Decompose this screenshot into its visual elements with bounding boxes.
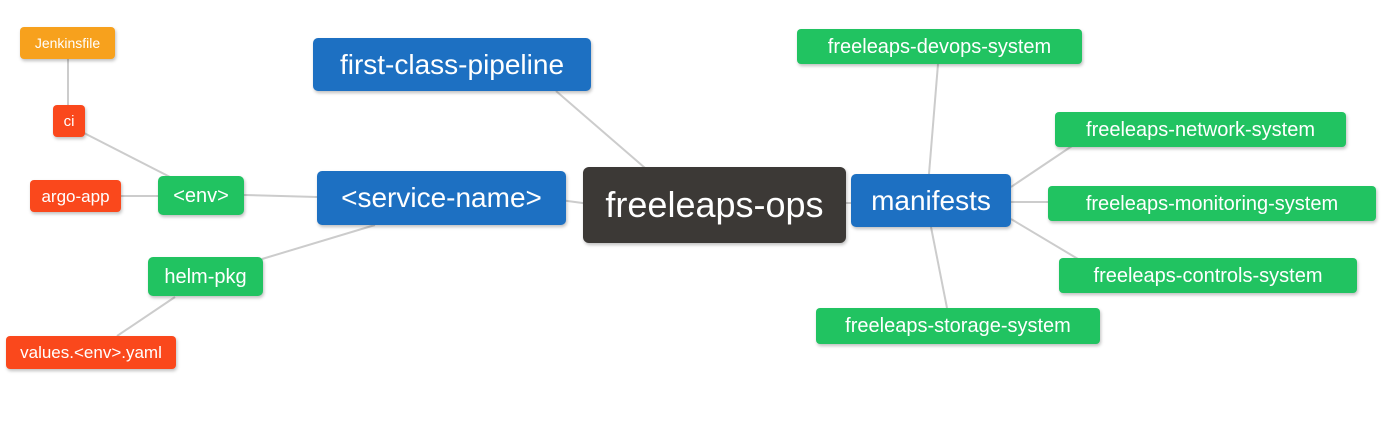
edge-helm-pkg-to-values-env-yaml bbox=[116, 296, 176, 337]
node-first-class-pipeline[interactable]: first-class-pipeline bbox=[313, 38, 591, 91]
node-ci[interactable]: ci bbox=[53, 105, 85, 137]
edge-first-class-pipeline-to-freeleaps-ops bbox=[555, 90, 646, 169]
edge-manifests-to-freeleaps-controls-system bbox=[1010, 218, 1079, 260]
edge-service-name-to-helm-pkg bbox=[261, 224, 376, 260]
node-freeleaps-controls-system[interactable]: freeleaps-controls-system bbox=[1059, 258, 1357, 293]
edge-manifests-to-freeleaps-storage-system bbox=[930, 226, 948, 309]
edge-ci-to-env bbox=[83, 132, 173, 179]
node-jenkinsfile[interactable]: Jenkinsfile bbox=[20, 27, 115, 59]
node-values-env-yaml[interactable]: values.<env>.yaml bbox=[6, 336, 176, 369]
node-helm-pkg[interactable]: helm-pkg bbox=[148, 257, 263, 296]
edge-env-to-service-name bbox=[243, 194, 318, 198]
node-argo-app[interactable]: argo-app bbox=[30, 180, 121, 212]
node-freeleaps-monitoring-system[interactable]: freeleaps-monitoring-system bbox=[1048, 186, 1376, 221]
node-freeleaps-network-system[interactable]: freeleaps-network-system bbox=[1055, 112, 1346, 147]
edge-manifests-to-freeleaps-network-system bbox=[1010, 145, 1073, 188]
node-manifests[interactable]: manifests bbox=[851, 174, 1011, 227]
node-freeleaps-storage-system[interactable]: freeleaps-storage-system bbox=[816, 308, 1100, 344]
node-service-name[interactable]: <service-name> bbox=[317, 171, 566, 225]
edge-freeleaps-devops-system-to-manifests bbox=[928, 63, 939, 175]
node-freeleaps-devops-system[interactable]: freeleaps-devops-system bbox=[797, 29, 1082, 64]
node-freeleaps-ops[interactable]: freeleaps-ops bbox=[583, 167, 846, 243]
node-env[interactable]: <env> bbox=[158, 176, 244, 215]
